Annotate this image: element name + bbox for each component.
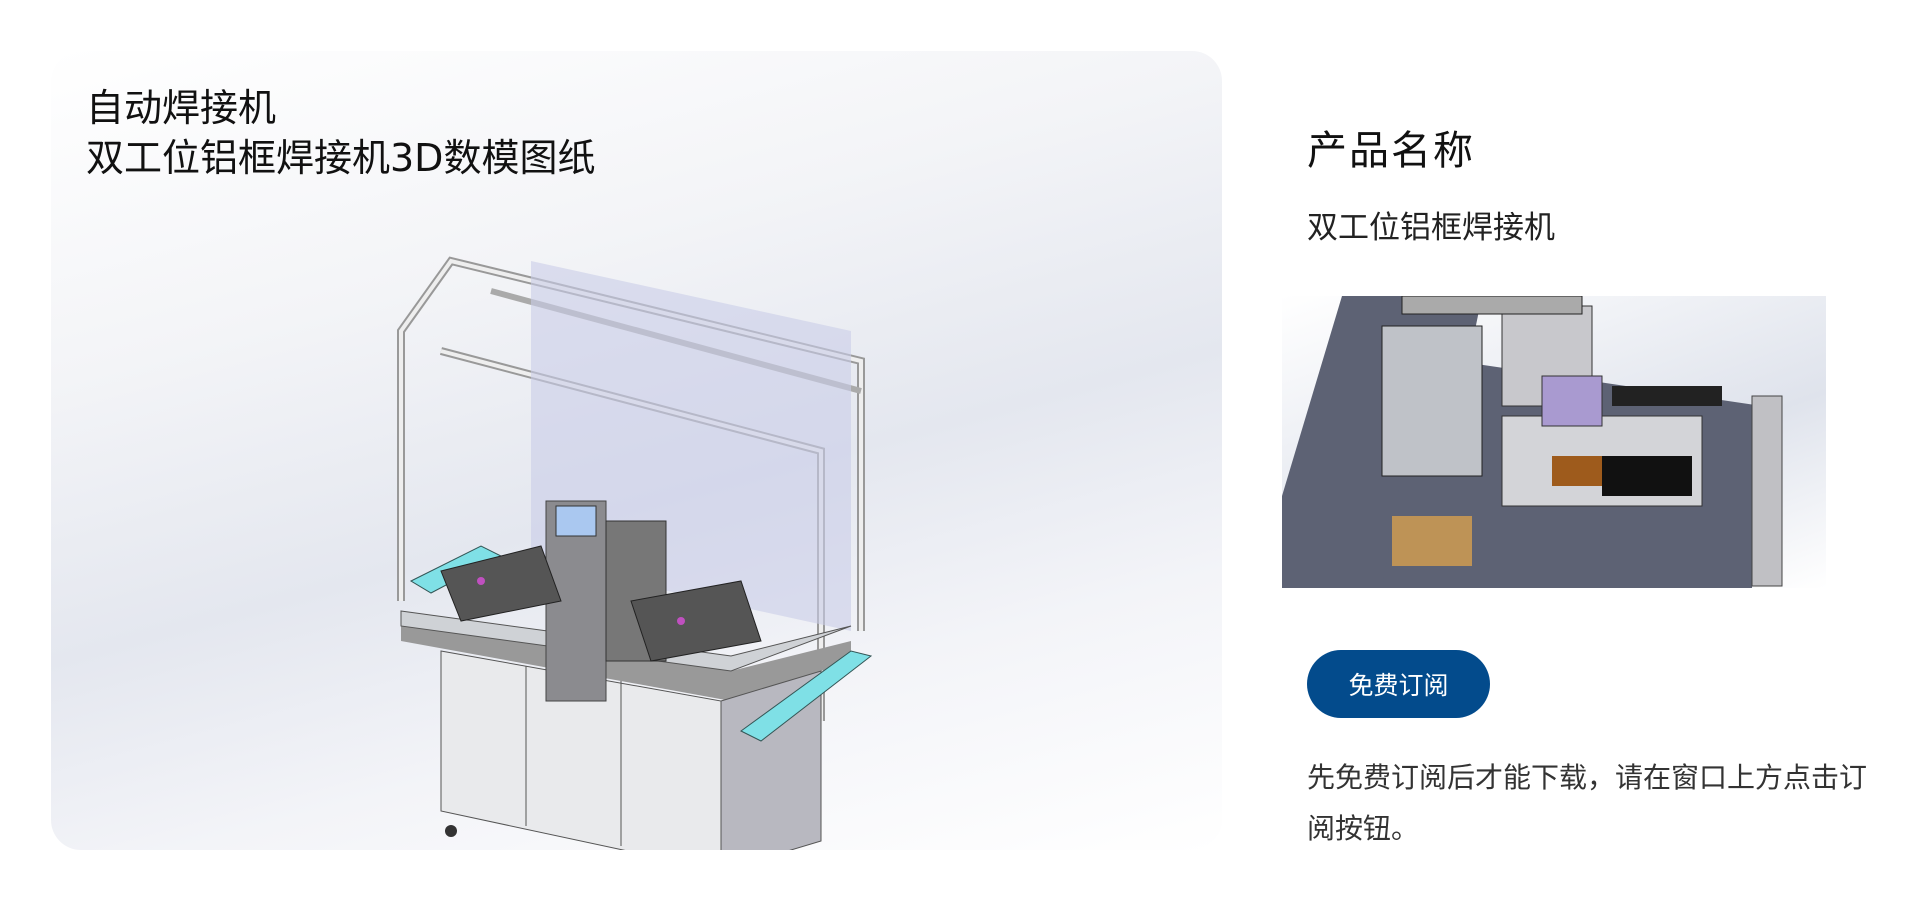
- product-detail-image: [1282, 296, 1826, 588]
- banner-title-line2: 双工位铝框焊接机3D数模图纸: [86, 136, 596, 180]
- download-note: 先免费订阅后才能下载，请在窗口上方点击订阅按钮。: [1307, 761, 1868, 845]
- banner-title: 自动焊接机 双工位铝框焊接机3D数模图纸: [86, 83, 595, 183]
- machine-detail-render: [1282, 296, 1783, 588]
- banner-title-line1: 自动焊接机: [86, 86, 277, 130]
- product-banner: 自动焊接机 双工位铝框焊接机3D数模图纸: [51, 51, 1222, 850]
- product-name: 双工位铝框焊接机: [1307, 210, 1555, 246]
- machine-3d-render: [397, 256, 873, 850]
- free-subscribe-button[interactable]: 免费订阅: [1307, 650, 1490, 718]
- product-heading: 产品名称: [1307, 128, 1475, 174]
